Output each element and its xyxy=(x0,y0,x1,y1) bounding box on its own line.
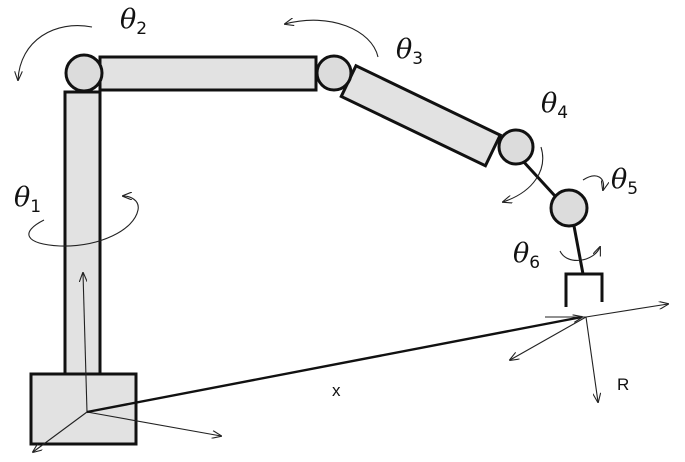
end-frame-axis-2 xyxy=(510,316,587,360)
rotation-arrow-theta4 xyxy=(503,146,544,202)
rotation-arrow-theta1 xyxy=(28,196,139,247)
link-5-rod xyxy=(572,225,585,275)
end-frame-axis-1 xyxy=(585,304,668,318)
rotation-arrow-theta6 xyxy=(559,247,600,261)
label-theta6: θ6 xyxy=(513,238,540,273)
joint-3 xyxy=(315,54,353,92)
label-theta4: θ4 xyxy=(541,88,568,123)
base-axis-x xyxy=(86,411,221,436)
label-theta1: θ1 xyxy=(14,182,41,217)
label-theta5: θ5 xyxy=(611,164,638,199)
joint-4 xyxy=(497,128,535,166)
label-theta3: θ3 xyxy=(396,34,423,69)
label-end-frame: R xyxy=(617,375,629,394)
rotation-arrow-theta2 xyxy=(18,25,93,80)
joint-5 xyxy=(549,188,589,228)
base-axis-z xyxy=(83,273,88,413)
label-position-vector: x xyxy=(332,381,341,400)
gripper xyxy=(564,272,604,307)
rotation-arrow-theta5 xyxy=(582,175,604,190)
link-3 xyxy=(339,63,503,168)
robot-base xyxy=(29,372,138,446)
rotation-arrow-theta3 xyxy=(285,20,379,58)
position-vector-x xyxy=(86,317,582,414)
label-theta2: θ2 xyxy=(120,4,147,39)
link-4-rod xyxy=(520,158,557,198)
link-2 xyxy=(98,55,318,92)
link-1 xyxy=(63,90,102,376)
end-frame-axis-3 xyxy=(585,316,598,402)
base-axis-y xyxy=(33,411,88,452)
joint-2 xyxy=(64,53,104,93)
